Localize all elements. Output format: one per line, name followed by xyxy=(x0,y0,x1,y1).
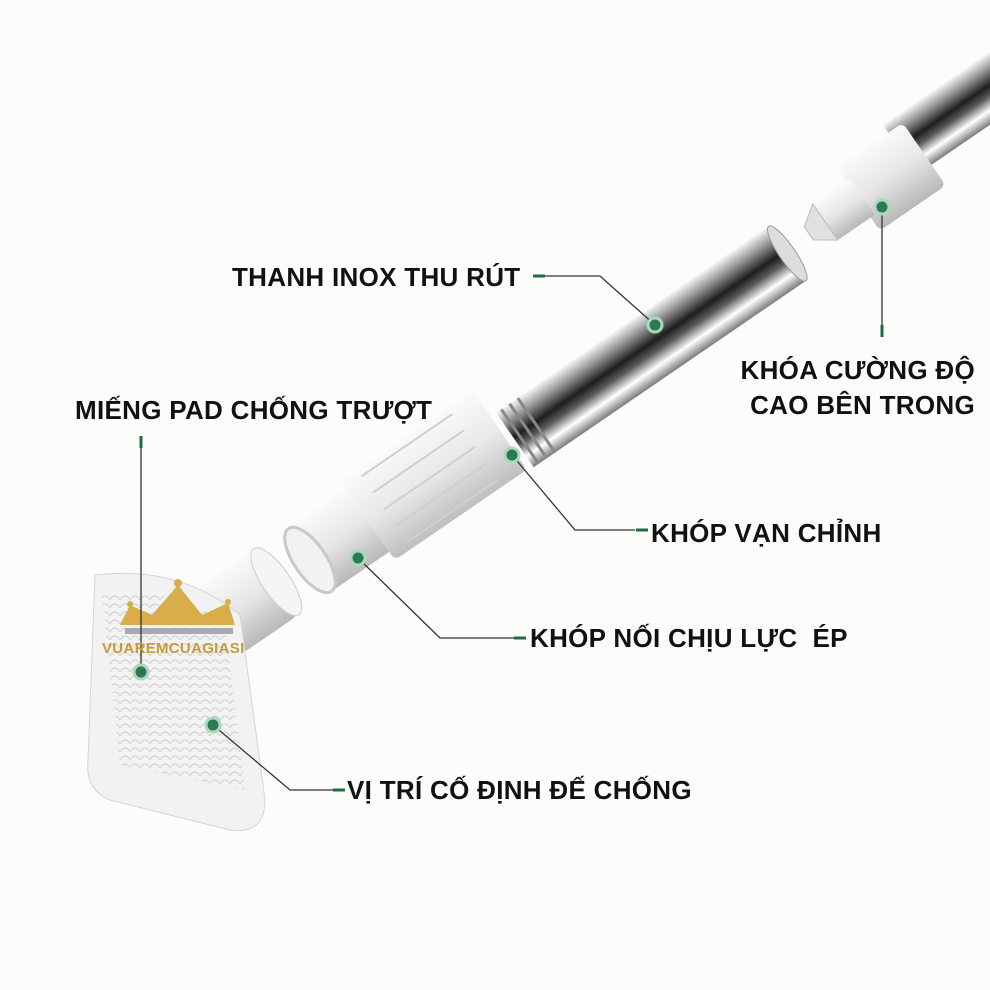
label-load-joint: KHÓP NỐI CHỊU LỰC ÉP xyxy=(530,623,848,653)
leader-lines xyxy=(140,207,883,791)
label-inner-lock-line1: KHÓA CƯỜNG ĐỘ xyxy=(740,355,975,385)
label-adjust-joint: KHÓP VẠN CHỈNH xyxy=(651,518,882,548)
marker-dot xyxy=(873,198,891,216)
marker-dot xyxy=(646,316,664,334)
anti-slip-pad xyxy=(87,547,303,832)
label-anti-slip-pad: MIẾNG PAD CHỐNG TRƯỢT xyxy=(75,395,433,425)
label-retractable-bar: THANH INOX THU RÚT xyxy=(232,262,521,292)
watermark-text: VUAREMCUAGIASI xyxy=(102,640,245,657)
load-bearing-joint xyxy=(283,392,525,595)
marker-dot xyxy=(204,716,222,734)
retractable-steel-bar xyxy=(496,225,808,468)
marker-dot xyxy=(132,663,150,681)
watermark-crown-logo xyxy=(120,579,235,634)
inner-lock-part xyxy=(803,125,944,241)
marker-dot xyxy=(349,549,367,567)
upper-steel-pole xyxy=(883,12,990,175)
label-inner-lock-line2: CAO BÊN TRONG xyxy=(750,390,975,420)
label-base-fix-position: VỊ TRÍ CỐ ĐỊNH ĐẾ CHỐNG xyxy=(347,775,692,805)
marker-dot xyxy=(503,446,521,464)
